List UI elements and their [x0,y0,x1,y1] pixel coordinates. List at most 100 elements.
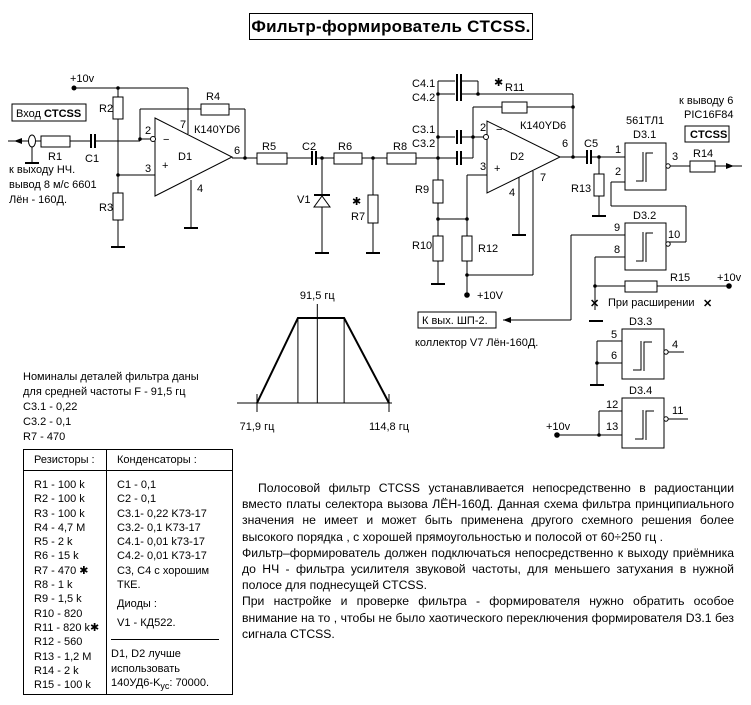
resistor-spec: R7 - 470 ✱ [34,564,89,577]
resistor-spec: R10 - 820 [34,607,83,620]
label-d3-2: D3.2 [633,210,656,222]
resistor-spec: R2 - 100 k [34,493,85,506]
output-arrow-icon [726,163,734,169]
resistor-spec: R12 - 560 [34,636,83,649]
pin-d3-1-2: 2 [615,166,621,178]
label-c4-1: C4.1 [412,78,435,90]
pin-d1-3: 3 [145,163,151,175]
label-d2-type: К140YD6 [520,120,566,132]
resistor-spec: R4 - 4,7 M [34,521,86,534]
hysteresis-icon [636,152,653,182]
output-note-line-2: PIC16F84 [684,109,734,121]
pin-d3-3-5: 5 [611,329,617,341]
resistor-spec: R6 - 15 k [34,550,79,563]
label-r11: R11 [505,82,524,94]
label-c4-2: C4.2 [412,92,435,104]
capacitor-spec: C4.2- 0,01 K73-17 [117,550,207,563]
schmitt-trigger-d3-3 [621,328,665,380]
resistor-r14 [689,160,716,173]
resistor-r5 [256,152,288,165]
notes-line: для средней частоты F - 91,5 гц [23,386,186,398]
resistor-spec: R8 - 1 k [34,579,73,592]
frequency-response-chart: 91,5 гц 71,9 гц 114,8 гц [237,290,410,433]
pin-d2-4: 4 [509,187,515,199]
label-r4: R4 [206,91,220,103]
description-paragraph: Фильтр–формирователь должен подключаться… [242,545,734,593]
label-r6: R6 [338,141,352,153]
notes-line: R7 - 470 [23,431,66,443]
resistor-spec: R15 - 100 k [34,679,91,692]
recommendation-line: использовать [111,662,181,675]
resistor-spec: R3 - 100 k [34,507,85,520]
pin-d3-4-12: 12 [606,399,618,411]
input-note-line-3: Лён - 160Д. [9,194,67,206]
input-note-line-2: вывод 8 м/с 6601 [9,179,97,191]
resistor-r2 [112,96,124,120]
label-r10: R10 [412,240,432,252]
description-text: Полосовой фильтр CTCSS устанавливается н… [242,480,734,642]
capacitors-header: Конденсаторы : [107,450,232,471]
r11-star-icon: ✱ [494,77,503,89]
label-r7: R7 [351,211,365,223]
label-d3-type: 561ТЛ1 [626,115,664,127]
label-r13: R13 [571,183,591,195]
pin-d1-6: 6 [234,145,240,157]
d2-minus: − [496,124,502,136]
chart-high-label: 114,8 гц [369,421,410,433]
label-r14: R14 [693,148,713,160]
pin-d3-2-10: 10 [668,229,680,241]
vcc-label-d2: +10V [477,290,504,302]
diode-v1 [313,194,331,208]
resistor-r13 [593,173,605,197]
recommendation-line: 140УД6-Kус: 70000. [111,677,210,692]
page-title: Фильтр-формирователь CTCSS. [249,13,533,40]
label-d3-4: D3.4 [629,385,652,397]
pin-d3-3-4: 4 [672,339,678,351]
pin-d1-7: 7 [180,119,186,131]
pin-d3-1-1: 1 [615,144,621,156]
pin-d2-2: 2 [480,122,486,134]
pin-d3-1-3: 3 [672,151,678,163]
resistor-r12 [461,235,473,262]
resistor-r11 [501,101,528,114]
shp-arrow-icon [503,317,511,323]
label-r2: R2 [99,103,113,115]
resistor-spec: R9 - 1,5 k [34,593,82,606]
pin-d3-4-11: 11 [672,405,683,417]
resistors-header: Резисторы : [24,450,106,471]
input-label: Вход CTCSS [16,108,81,120]
pin-d3-2-9: 9 [614,222,620,234]
capacitor-spec: C4.1- 0,01 k73-17 [117,536,206,549]
label-d1: D1 [178,151,192,163]
input-label-box [11,103,87,122]
pin-d3-3-6: 6 [611,350,617,362]
resistor-r4 [200,103,230,116]
capacitor-spec: C3.2- 0,1 K73-17 [117,521,201,534]
vcc-label-d34: +10v [546,421,571,433]
capacitor-spec: C2 - 0,1 [117,493,157,506]
label-r5: R5 [262,141,276,153]
cut-mark-icon-left: ✕ [590,298,599,310]
diode-item: V1 - КД522. [117,617,176,630]
resistor-spec: R13 - 1,2 M [34,650,92,663]
input-note-line-1: к выходу НЧ. [9,164,75,176]
notes-line: C3.1 - 0,22 [23,401,78,413]
response-curve [256,317,390,404]
opamp-d2 [486,120,562,194]
cut-mark-icon-right: ✕ [703,298,712,310]
label-c2: C2 [302,141,316,153]
resistor-r8 [386,152,417,165]
d2-plus: + [494,163,500,175]
chart-center-label: 91,5 гц [300,290,335,302]
input-connector-icon [8,134,39,164]
table-divider [111,639,219,641]
vcc-label-top: +10v [70,73,95,85]
pin-d2-3: 3 [480,161,486,173]
pin-d1-4: 4 [197,183,203,195]
label-c3-1: C3.1 [412,124,435,136]
resistor-r9 [432,179,444,204]
